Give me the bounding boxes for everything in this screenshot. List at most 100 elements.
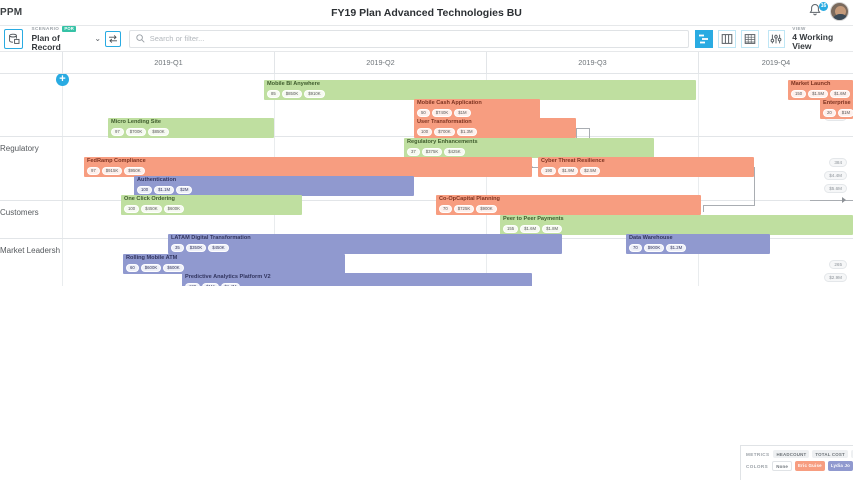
sliders-icon[interactable] [767, 29, 786, 48]
gridline [698, 74, 699, 286]
roadmap-bar-metrics: 190$1.9M$2.5M [541, 166, 754, 175]
roadmap-bar-metric: 100 [124, 204, 140, 213]
roadmap-bar-metric: $450K [208, 243, 229, 252]
gridline [62, 74, 63, 286]
roadmap-bar-metric: $1M [837, 108, 853, 117]
roadmap-bar-metric: 35 [171, 243, 184, 252]
dependency-line [754, 167, 755, 205]
legend-colors-label: COLORS [746, 463, 769, 469]
roadmap-bar-metric: $1M [454, 108, 471, 117]
roadmap-bar-metrics: 85$850K$910K [267, 89, 696, 98]
roadmap-bar-label: Data Warehouse [629, 235, 673, 241]
roadmap-bar-metric: $600K [163, 204, 185, 213]
roadmap-bar-metric: $1.6M [520, 224, 541, 233]
roadmap-bar-metric: 150 [791, 89, 807, 98]
board-view-icon[interactable] [717, 29, 736, 48]
dependency-line [810, 200, 853, 201]
roadmap-bar-metric: $740K [431, 108, 453, 117]
chevron-down-icon[interactable]: ⌄ [94, 34, 102, 43]
roadmap-bar-metric: $700K [434, 127, 455, 136]
roadmap-bar-metric: 155 [503, 224, 519, 233]
roadmap-bar-label: Rolling Mobile ATM [126, 255, 178, 261]
view-selector[interactable]: VIEW 4 Working View [792, 25, 853, 51]
por-tag: POR [62, 25, 77, 33]
timeline-rowlabel-corner [0, 52, 62, 73]
roadmap-bar-metric: 70 [439, 204, 452, 213]
roadmap-bar-predictive-analytics-platform-v2[interactable]: Predictive Analytics Platform V2 100$1M$1… [182, 273, 532, 286]
view-kicker-label: VIEW [792, 25, 806, 31]
legend-color-chip[interactable]: None [772, 461, 793, 471]
avatar-face [835, 6, 846, 17]
roadmap-bar-metric: $2.5M [580, 166, 601, 175]
roadmap-bar-metrics: 35$350K$450K [171, 243, 562, 252]
search-icon [136, 30, 145, 48]
brand-logo[interactable]: PPM [0, 7, 23, 18]
quarter-header-2019-Q2: 2019-Q2 [274, 52, 486, 73]
scenario-selector[interactable]: SCENARIO POR Plan of Record ⌄ [31, 25, 102, 51]
roadmap-bar-label: Regulatory Enhancements [407, 139, 478, 145]
roadmap-bar-fedramp-compliance[interactable]: FedRamp Compliance 97$915K$950K [84, 157, 532, 177]
search-placeholder: Search or filter... [149, 34, 205, 43]
roadmap-bar-metrics: 150$1.5M$1.6M [791, 89, 853, 98]
roadmap-bar-label: Predictive Analytics Platform V2 [185, 274, 271, 280]
legend-metric-chip[interactable]: BENE [850, 450, 853, 458]
roadmap-bar-metric: $1.4M [220, 282, 241, 286]
roadmap-bar-metrics: 155$1.6M$1.8M [503, 224, 853, 233]
gridline [486, 74, 487, 286]
roadmap-bar-cyber-threat-resilience[interactable]: Cyber Threat Resilience 190$1.9M$2.5M [538, 157, 754, 177]
roadmap-bar-metric: $425K [444, 147, 465, 156]
roadmap-bar-metrics: 100$700K$1.3M [417, 127, 576, 136]
quarter-header-2019-Q3: 2019-Q3 [486, 52, 698, 73]
roadmap-bar-metric: 85 [267, 89, 280, 98]
roadmap-bar-metrics: 20$1M [823, 108, 853, 117]
roadmap-bar-label: FedRamp Compliance [87, 158, 146, 164]
search-input[interactable]: Search or filter... [128, 29, 689, 48]
swimlane-label-1[interactable]: Regulatory [0, 144, 39, 153]
quarter-header-2019-Q4: 2019-Q4 [698, 52, 853, 73]
bell-icon[interactable]: 16 [808, 1, 828, 21]
avatar[interactable] [830, 2, 849, 21]
legend-color-chip[interactable]: Lydia Jo [827, 461, 853, 471]
legend-metric-chip[interactable]: HEADCOUNT [773, 450, 810, 458]
swimlane-label-3[interactable]: Market Leadersh... [0, 246, 60, 255]
roadmap-bar-label: Cyber Threat Resilience [541, 158, 605, 164]
roadmap-bar-rolling-mobile-atm[interactable]: Rolling Mobile ATM 60$600K$600K [123, 254, 345, 274]
roadmap-view-icon[interactable] [694, 29, 713, 48]
legend-metric-chip[interactable]: TOTAL COST [812, 450, 848, 458]
grid-view-icon[interactable] [740, 29, 759, 48]
roadmap-bar-metric: $725K [453, 204, 475, 213]
compare-swap-icon[interactable] [105, 30, 121, 47]
top-header-bar: PPM FY19 Plan Advanced Technologies BU 1… [0, 0, 853, 26]
database-scenario-icon[interactable] [4, 28, 24, 49]
legend-metrics-label: METRICS [746, 451, 770, 457]
roadmap-bar-metrics: 60$600K$600K [126, 263, 345, 272]
roadmap-bar-label: Mobile Cash Application [417, 100, 482, 106]
quarter-header-2019-Q1: 2019-Q1 [62, 52, 274, 73]
legend-color-chip[interactable]: Eric Guise [795, 461, 825, 471]
roadmap-bar-metric: $1.6M [830, 89, 851, 98]
roadmap-bar-metrics: 100$450K$600K [124, 204, 302, 213]
add-item-button[interactable]: + [56, 74, 69, 86]
roadmap-bar-metrics: 70$725K$900K [439, 204, 701, 213]
roadmap-bar-metric: $600K [163, 263, 184, 272]
roadmap-bar-metrics: 100$1M$1.4M [185, 282, 532, 286]
roadmap-bar-metrics: 97$915K$950K [87, 166, 532, 175]
swimlane-label-2[interactable]: Customers [0, 208, 39, 217]
roadmap-bar-metric: 97 [111, 127, 124, 136]
